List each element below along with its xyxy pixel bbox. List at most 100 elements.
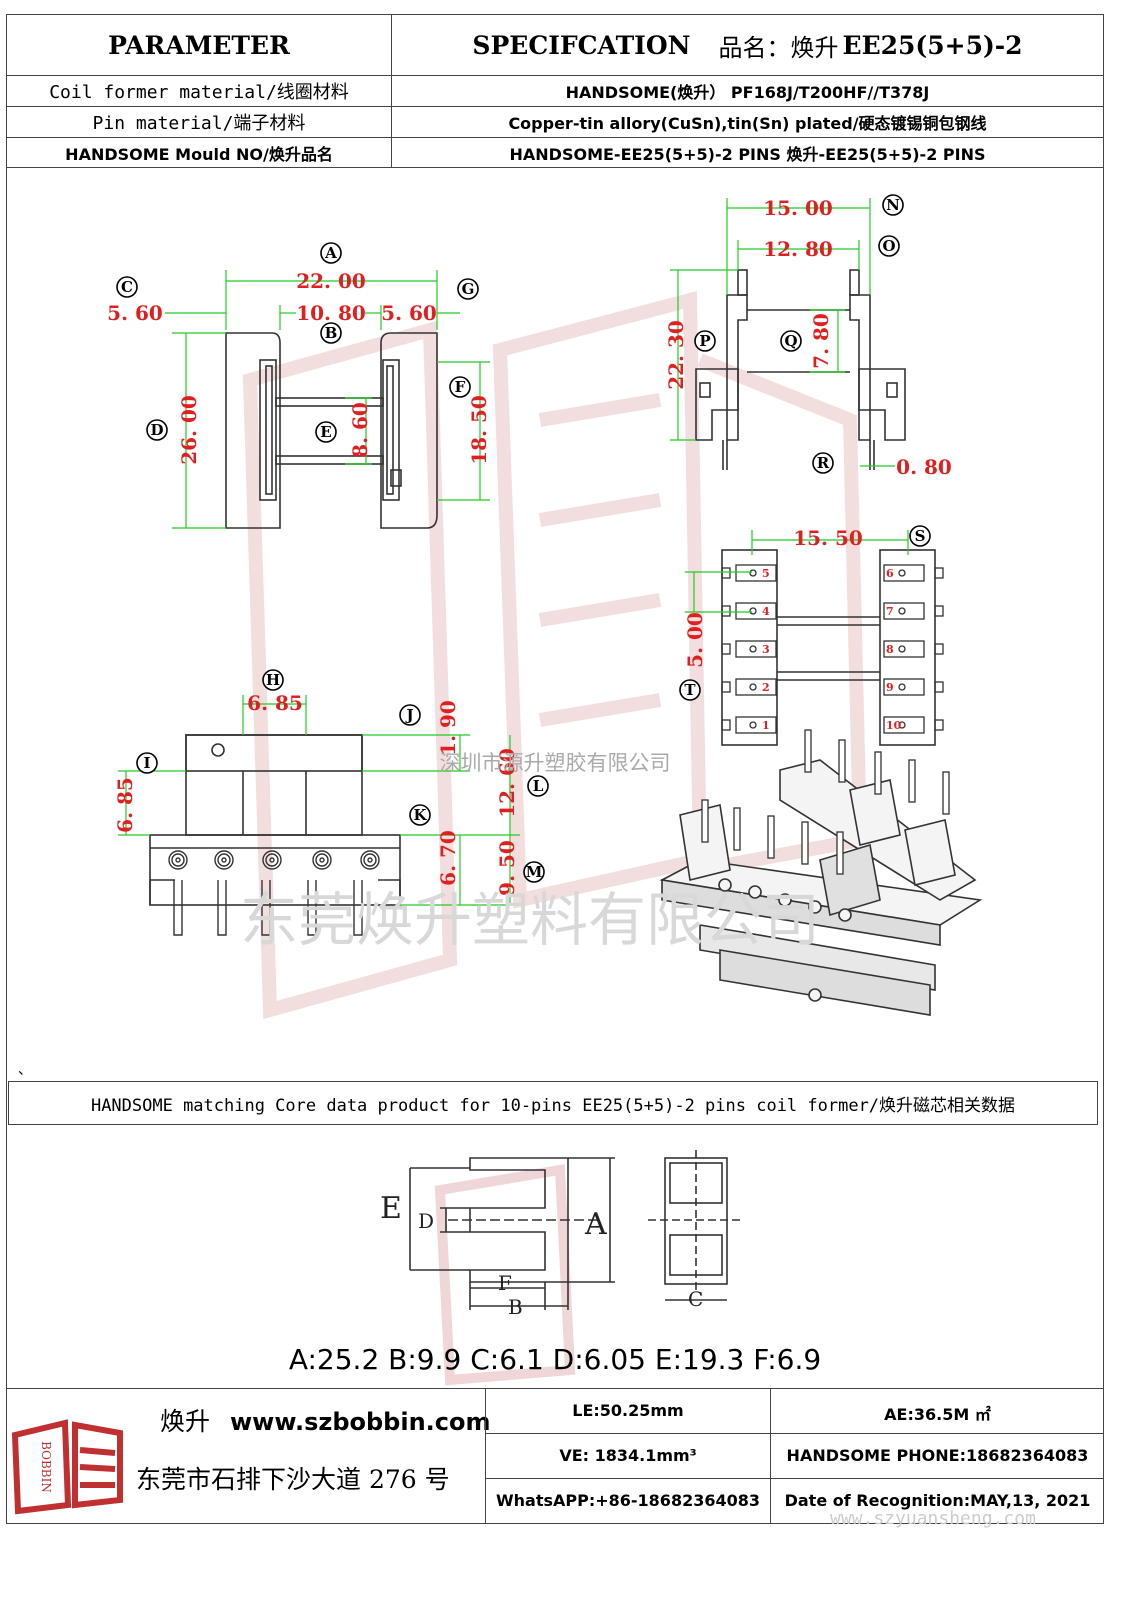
label-circle-c xyxy=(116,276,138,298)
pin-pad xyxy=(735,716,777,734)
dim-h: 6. 85 xyxy=(247,691,303,715)
label-circle-l xyxy=(527,775,549,797)
small-watermark: 深圳市源升塑胶有限公司 xyxy=(440,751,671,775)
pin-number: 10 xyxy=(886,719,902,732)
dim-p: 22. 30 xyxy=(664,320,688,390)
dim-f: 18. 50 xyxy=(467,395,491,465)
front-pin-ring xyxy=(171,853,185,867)
iso-pin xyxy=(701,799,709,843)
pin-number: 2 xyxy=(762,681,770,694)
iso-pin xyxy=(838,739,846,783)
dim-n: 15. 00 xyxy=(763,196,833,220)
left-flange xyxy=(225,332,281,529)
dim-e: 8. 60 xyxy=(348,402,372,458)
label-circle-h xyxy=(262,669,284,691)
pin-hole xyxy=(898,569,906,577)
pin-number: 6 xyxy=(886,567,894,580)
front-pin-ring xyxy=(221,857,227,863)
large-watermark: 东莞焕升塑料有限公司 xyxy=(240,886,820,954)
core-label-a: A xyxy=(584,1207,607,1242)
pin-number: 3 xyxy=(762,643,770,656)
pin-pad xyxy=(883,640,925,658)
pin-hole xyxy=(898,645,906,653)
label-circle-a xyxy=(320,242,342,264)
dim-c: 5. 60 xyxy=(107,301,163,325)
label-t: T xyxy=(684,681,696,699)
isometric-view xyxy=(659,759,983,1016)
dim-g: 5. 60 xyxy=(381,301,437,325)
label-circle-q xyxy=(780,330,802,352)
center-tube-top xyxy=(275,397,384,407)
label-circle-d xyxy=(146,419,168,441)
label-d: D xyxy=(150,421,163,439)
dim-s: 15. 50 xyxy=(793,526,863,550)
pin-hole xyxy=(749,569,757,577)
label-k: K xyxy=(413,806,427,824)
core-drawing: E A D F B C xyxy=(380,1150,742,1386)
pin-tab xyxy=(934,681,944,693)
pin-hole xyxy=(898,683,906,691)
core-label-b: B xyxy=(508,1295,523,1319)
footer-ae: AE:36.5M ㎡ xyxy=(884,1405,991,1424)
iso-pin xyxy=(804,729,812,773)
row-value-mould-no: HANDSOME-EE25(5+5)-2 PINS 焕升-EE25(5+5)-2… xyxy=(391,137,1104,168)
label-circle-n xyxy=(882,194,904,216)
footer-date: Date of Recognition:MAY,13, 2021 xyxy=(784,1491,1091,1510)
label-circle-e xyxy=(315,421,337,443)
label-j: J xyxy=(404,706,413,724)
front-pin-leg xyxy=(173,880,183,936)
pin-pad xyxy=(883,678,925,696)
footer-ve: VE: 1834.1mm³ xyxy=(559,1446,697,1465)
label-q: Q xyxy=(784,332,797,350)
front-pin-ring xyxy=(265,853,279,867)
footer-row-line-2 xyxy=(485,1478,1104,1479)
front-view-base xyxy=(149,834,401,906)
front-pin-ring xyxy=(269,857,275,863)
dim-i: 6. 85 xyxy=(113,777,137,833)
dim-r: 0. 80 xyxy=(896,455,952,479)
front-pin-leg xyxy=(307,880,317,936)
dim-j: 1. 90 xyxy=(436,700,460,756)
pin-pad xyxy=(883,716,925,734)
specification-header: SPECIFCATION 品名：焕升 EE25(5+5)-2 xyxy=(391,14,1104,76)
dim-t: 5. 00 xyxy=(683,612,707,668)
pin-tab xyxy=(934,643,944,655)
dim-l: 12. 60 xyxy=(495,748,519,818)
footer-divider-1 xyxy=(485,1388,486,1524)
core-label-f: F xyxy=(498,1271,512,1295)
core-values: A:25.2 B:9.9 C:6.1 D:6.05 E:19.3 F:6.9 xyxy=(288,1343,822,1376)
pin-number: 1 xyxy=(762,719,770,732)
pin-hole xyxy=(898,607,906,615)
front-pin-ring xyxy=(319,857,325,863)
pin-tab xyxy=(721,567,731,579)
center-tube-bottom xyxy=(275,455,384,465)
pin-hole xyxy=(749,645,757,653)
iso-pin xyxy=(733,807,741,851)
pin-number: 4 xyxy=(762,605,770,618)
right-flange-inner xyxy=(382,359,400,501)
pin-tab xyxy=(934,719,944,731)
label-m: M xyxy=(526,863,543,881)
label-e: E xyxy=(320,423,331,441)
label-p: P xyxy=(699,332,710,350)
label-circle-i xyxy=(136,752,158,774)
dim-b: 10. 80 xyxy=(296,301,366,325)
footer-website[interactable]: www.szbobbin.com xyxy=(229,1408,491,1436)
front-pin-ring xyxy=(175,857,181,863)
front-pin-ring xyxy=(217,853,231,867)
iso-pin xyxy=(836,831,844,875)
dim-o: 12. 80 xyxy=(763,237,833,261)
pin-hole xyxy=(898,721,906,729)
label-a: A xyxy=(324,244,337,262)
label-circle-g xyxy=(457,278,479,300)
pin-hole xyxy=(749,721,757,729)
front-pin-ring xyxy=(168,850,188,870)
label-circle-r xyxy=(812,452,834,474)
label-circle-k xyxy=(409,804,431,826)
company-logo: BOBBIN xyxy=(11,1419,123,1515)
front-pin-ring xyxy=(262,850,282,870)
dim-a: 22. 00 xyxy=(296,269,366,293)
pin-tab xyxy=(934,567,944,579)
core-label-e: E xyxy=(380,1191,402,1226)
front-pin-ring xyxy=(214,850,234,870)
